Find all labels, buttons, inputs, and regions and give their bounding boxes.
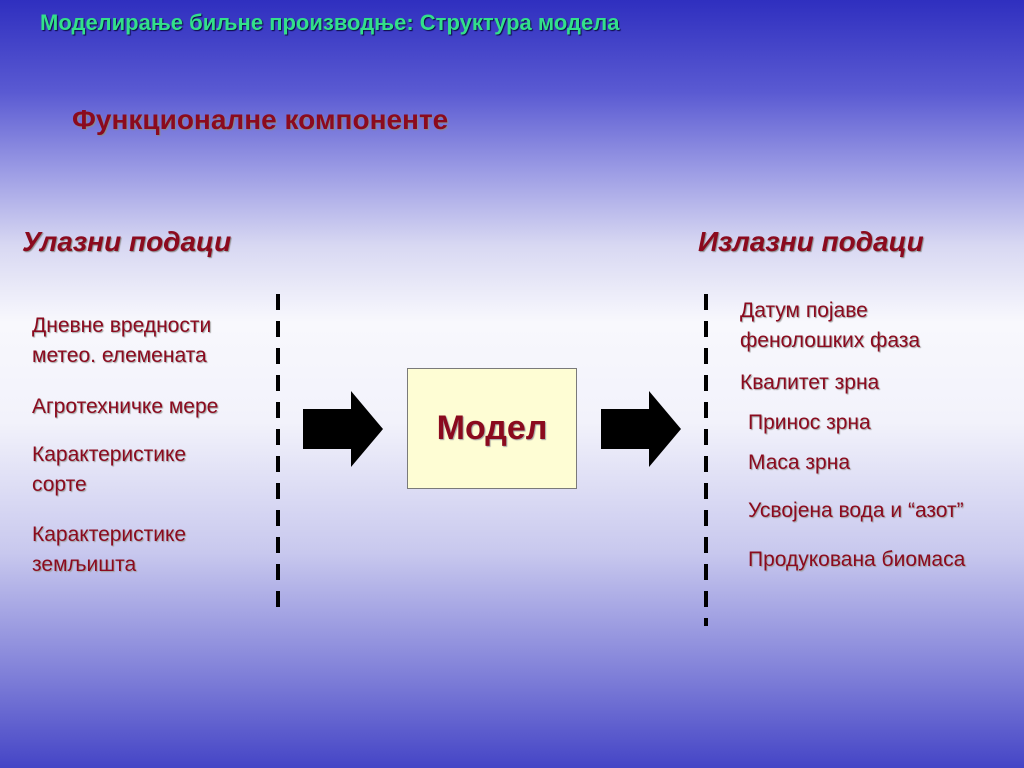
model-label: Модел xyxy=(436,409,548,447)
output-item-line: фенолошких фаза xyxy=(740,329,921,352)
output-item-biomass: Продукована биомаса xyxy=(748,548,966,571)
input-arrow-icon xyxy=(303,391,383,467)
inputs-heading: Улазни подаци xyxy=(22,226,232,257)
slide-title: Моделирање биљне производње: Структура м… xyxy=(40,10,620,35)
output-item-phenology: Датум појаве фенолошких фаза xyxy=(740,296,920,356)
input-item-meteo: Дневне вредности метео. елемената xyxy=(32,311,211,371)
input-item-line: Дневне вредности xyxy=(32,314,212,337)
output-item-water-nitrogen: Усвојена вода и “азот” xyxy=(748,499,964,522)
output-item-line: Датум појаве xyxy=(740,299,868,322)
input-item-line: земљишта xyxy=(32,553,137,576)
output-boundary-dashed-line xyxy=(704,294,708,626)
section-subtitle: Функционалне компоненте xyxy=(72,104,449,135)
output-item-grain-quality: Квалитет зрна xyxy=(740,371,880,394)
outputs-heading: Излазни подаци xyxy=(698,226,924,257)
output-item-grain-yield: Принос зрна xyxy=(748,411,871,434)
input-item-line: Карактеристике xyxy=(32,443,187,466)
input-item-line: Карактеристике xyxy=(32,523,187,546)
input-item-agrotech: Агротехничке мере xyxy=(32,395,219,418)
input-item-line: сорте xyxy=(32,473,87,496)
model-box: Модел xyxy=(407,368,577,489)
output-arrow-icon xyxy=(601,391,681,467)
input-item-soil: Карактеристике земљишта xyxy=(32,520,186,580)
input-boundary-dashed-line xyxy=(276,294,280,612)
input-item-line: метео. елемената xyxy=(32,344,207,367)
input-item-cultivar: Карактеристике сорте xyxy=(32,440,186,500)
output-item-grain-mass: Маса зрна xyxy=(748,451,851,474)
